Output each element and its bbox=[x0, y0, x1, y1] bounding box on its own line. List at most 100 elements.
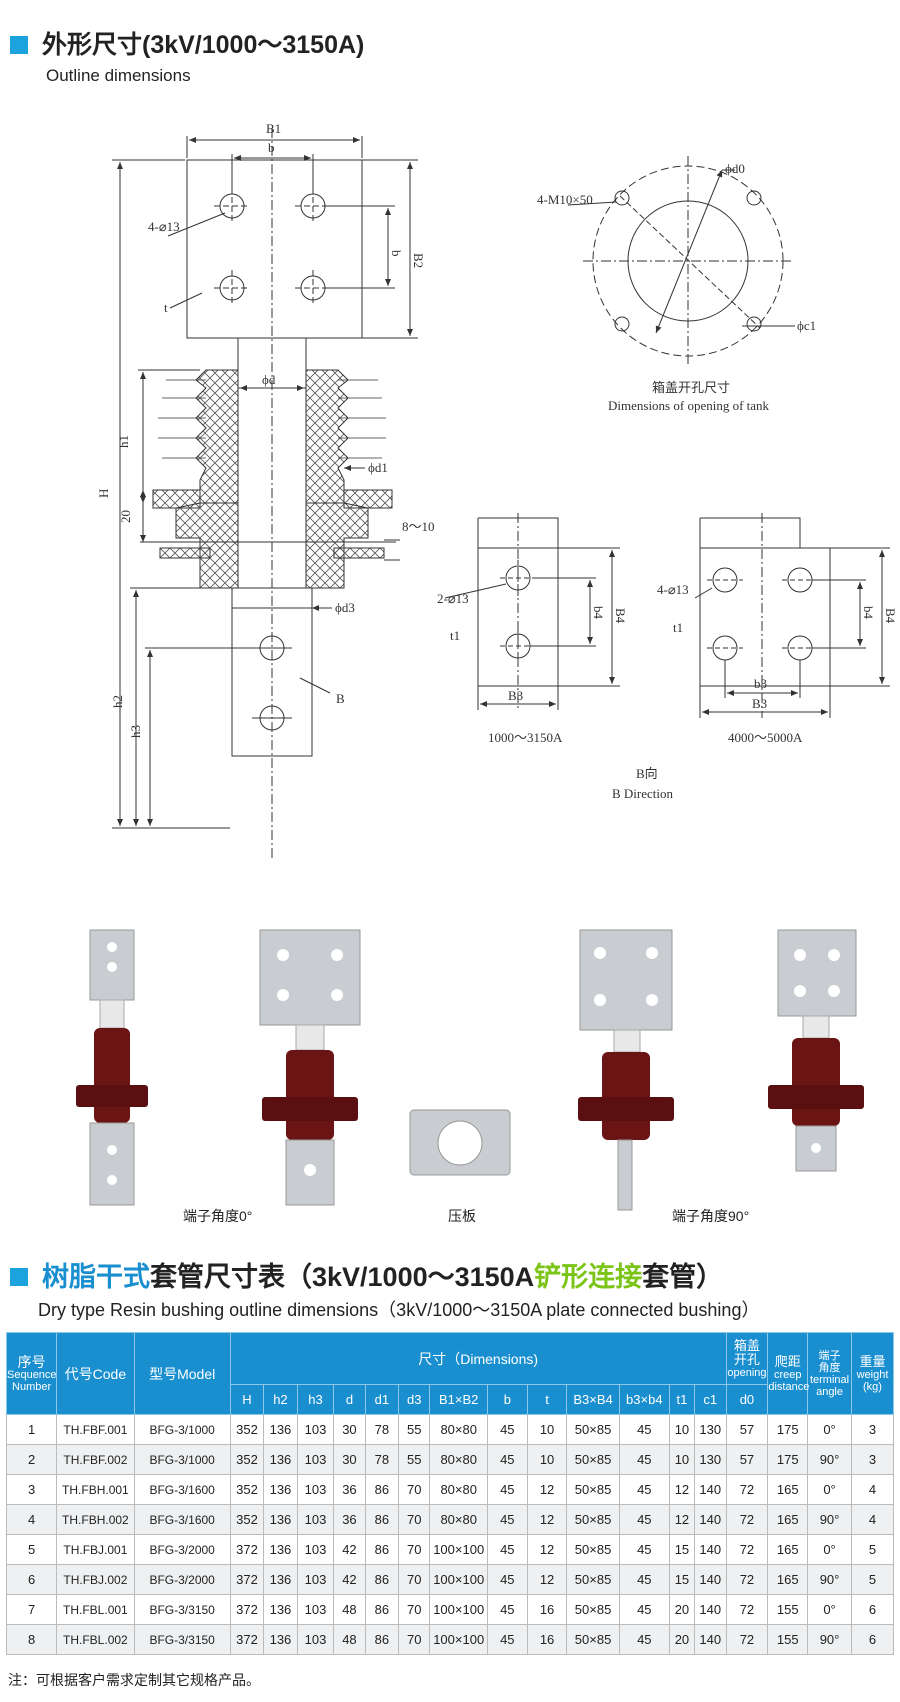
th-col-9: B3×B4 bbox=[566, 1384, 620, 1415]
table-cell: 6 bbox=[5, 1564, 58, 1595]
table-cell: 165 bbox=[767, 1474, 809, 1505]
table-cell: 80×80 bbox=[429, 1444, 488, 1475]
label-h1: h1 bbox=[116, 435, 131, 448]
table-cell: 4 bbox=[851, 1504, 894, 1535]
label-range-a: 1000～3150A bbox=[488, 730, 563, 745]
table-cell: 50×85 bbox=[566, 1624, 620, 1655]
table-cell: BFG-3/2000 bbox=[133, 1534, 231, 1565]
table-cell: 20 bbox=[668, 1594, 695, 1625]
label-b4-b: b4 bbox=[861, 606, 876, 620]
table-cell: 70 bbox=[398, 1594, 431, 1625]
table-cell: 42 bbox=[333, 1534, 366, 1565]
th-col-2: h3 bbox=[296, 1384, 335, 1415]
table-cell: 30 bbox=[333, 1414, 366, 1445]
label-t1-a: t1 bbox=[450, 628, 460, 643]
table-cell: 45 bbox=[618, 1594, 670, 1625]
label-h3: h3 bbox=[128, 725, 143, 738]
label-b: b bbox=[268, 140, 275, 155]
table-cell: 80×80 bbox=[429, 1504, 488, 1535]
table-cell: 352 bbox=[229, 1474, 265, 1505]
table-cell: 16 bbox=[526, 1594, 568, 1625]
table-cell: 57 bbox=[725, 1444, 769, 1475]
table-cell: 155 bbox=[767, 1624, 809, 1655]
table-cell: 72 bbox=[725, 1474, 769, 1505]
table-cell: 45 bbox=[486, 1534, 528, 1565]
table-cell: 103 bbox=[296, 1624, 335, 1655]
table-cell: 57 bbox=[725, 1414, 769, 1445]
table-cell: 4 bbox=[851, 1474, 894, 1505]
table-cell: 10 bbox=[526, 1444, 568, 1475]
table-cell: 30 bbox=[333, 1444, 366, 1475]
table-cell: 10 bbox=[668, 1444, 695, 1475]
table-cell: 45 bbox=[486, 1474, 528, 1505]
table-cell: 45 bbox=[618, 1624, 670, 1655]
caption-plate: 压板 bbox=[448, 1208, 476, 1224]
label-phi-d: ϕd bbox=[262, 372, 276, 387]
bushing-photo-2 bbox=[259, 929, 361, 1206]
table-cell: TH.FBF.002 bbox=[56, 1444, 135, 1475]
table-cell: 78 bbox=[364, 1444, 400, 1475]
table-cell: 12 bbox=[526, 1474, 568, 1505]
label-m10: 4-M10×50 bbox=[537, 192, 593, 207]
table-cell: 16 bbox=[526, 1624, 568, 1655]
section-table-header: 树脂干式套管尺寸表（3kV/1000～3150A铲形连接套管） bbox=[10, 1262, 723, 1292]
table-cell: 45 bbox=[486, 1414, 528, 1445]
table-cell: 12 bbox=[668, 1504, 695, 1535]
table-cell: 175 bbox=[767, 1414, 809, 1445]
table-cell: 45 bbox=[486, 1594, 528, 1625]
table-cell: 130 bbox=[693, 1444, 727, 1475]
label-b3-b: b3 bbox=[754, 676, 767, 691]
clamp-plate-photo bbox=[409, 1109, 511, 1176]
table-cell: 45 bbox=[618, 1444, 670, 1475]
label-B1: B1 bbox=[266, 121, 281, 136]
table-cell: 6 bbox=[851, 1594, 894, 1625]
table-cell: 45 bbox=[618, 1564, 670, 1595]
label-B3-a: B3 bbox=[508, 688, 523, 703]
th-col-5: d3 bbox=[398, 1384, 431, 1415]
table-cell: 72 bbox=[725, 1504, 769, 1535]
label-range-b: 4000～5000A bbox=[728, 730, 803, 745]
table-cell: 86 bbox=[364, 1624, 400, 1655]
table-cell: 3 bbox=[851, 1414, 894, 1445]
table-cell: 372 bbox=[229, 1564, 265, 1595]
label-B3-b: B3 bbox=[752, 696, 767, 711]
table-cell: TH.FBH.002 bbox=[56, 1504, 135, 1535]
table-cell: 136 bbox=[263, 1534, 298, 1565]
table-title-part1: 树脂干式 bbox=[42, 1262, 150, 1292]
direction-cn: B向 bbox=[636, 766, 658, 781]
table-cell: 130 bbox=[693, 1414, 727, 1445]
table-cell: 36 bbox=[333, 1474, 366, 1505]
table-cell: 36 bbox=[333, 1504, 366, 1535]
label-t: t bbox=[164, 300, 168, 315]
table-cell: 136 bbox=[263, 1564, 298, 1595]
label-B4-a: B4 bbox=[613, 608, 628, 624]
table-cell: 140 bbox=[693, 1594, 727, 1625]
table-cell: TH.FBJ.001 bbox=[56, 1534, 135, 1565]
label-phi-d0: ϕd0 bbox=[725, 161, 745, 176]
table-cell: 352 bbox=[229, 1504, 265, 1535]
table-cell: 3 bbox=[851, 1444, 894, 1475]
table-cell: 136 bbox=[263, 1444, 298, 1475]
table-cell: 0° bbox=[807, 1414, 852, 1445]
th-dimensions: 尺寸（Dimensions) bbox=[229, 1332, 727, 1385]
table-cell: 100×100 bbox=[429, 1624, 488, 1655]
table-cell: 5 bbox=[851, 1564, 894, 1595]
table-cell: 15 bbox=[668, 1564, 695, 1595]
table-cell: TH.FBL.002 bbox=[56, 1624, 135, 1655]
label-B4-b: B4 bbox=[883, 608, 898, 624]
section-outline-header: 外形尺寸(3kV/1000～3150A) bbox=[10, 30, 364, 60]
label-8-10: 8～10 bbox=[402, 519, 435, 534]
table-cell: 103 bbox=[296, 1534, 335, 1565]
table-cell: 72 bbox=[725, 1594, 769, 1625]
table-cell: 140 bbox=[693, 1624, 727, 1655]
table-cell: 8 bbox=[5, 1624, 58, 1655]
th-col-10: b3×b4 bbox=[618, 1384, 670, 1415]
label-H: H bbox=[96, 489, 111, 498]
table-cell: 45 bbox=[486, 1444, 528, 1475]
